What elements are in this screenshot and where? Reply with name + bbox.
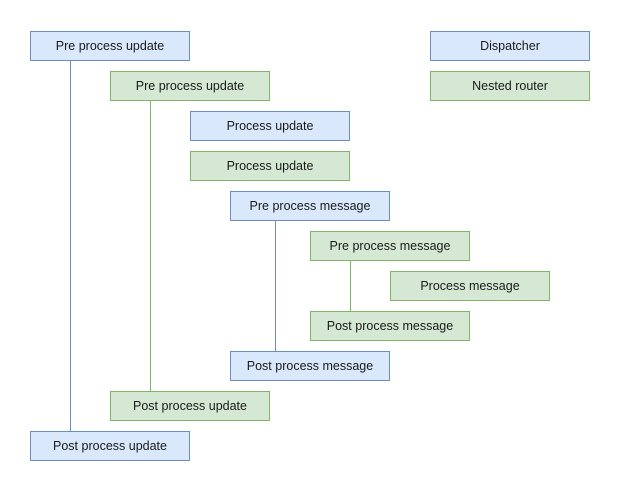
connector-dispatcher-pre-process-update-to-post-process-update <box>70 61 71 431</box>
connector-router-pre-process-update-to-post-process-update <box>150 101 151 391</box>
node-router-post-process-message[interactable]: Post process message <box>310 311 470 341</box>
connector-dispatcher-pre-process-message-to-post-process-message <box>275 221 276 351</box>
node-router-post-process-update[interactable]: Post process update <box>110 391 270 421</box>
node-dispatcher-pre-process-message[interactable]: Pre process message <box>230 191 390 221</box>
node-dispatcher-pre-process-update[interactable]: Pre process update <box>30 31 190 61</box>
node-router-pre-process-update[interactable]: Pre process update <box>110 71 270 101</box>
node-dispatcher-post-process-message[interactable]: Post process message <box>230 351 390 381</box>
legend-item-dispatcher[interactable]: Dispatcher <box>430 31 590 61</box>
connector-router-pre-process-message-to-post-process-message <box>350 261 351 311</box>
node-router-process-message[interactable]: Process message <box>390 271 550 301</box>
node-dispatcher-process-update[interactable]: Process update <box>190 111 350 141</box>
node-router-process-update[interactable]: Process update <box>190 151 350 181</box>
node-dispatcher-post-process-update[interactable]: Post process update <box>30 431 190 461</box>
legend-item-nested-router[interactable]: Nested router <box>430 71 590 101</box>
node-router-pre-process-message[interactable]: Pre process message <box>310 231 470 261</box>
